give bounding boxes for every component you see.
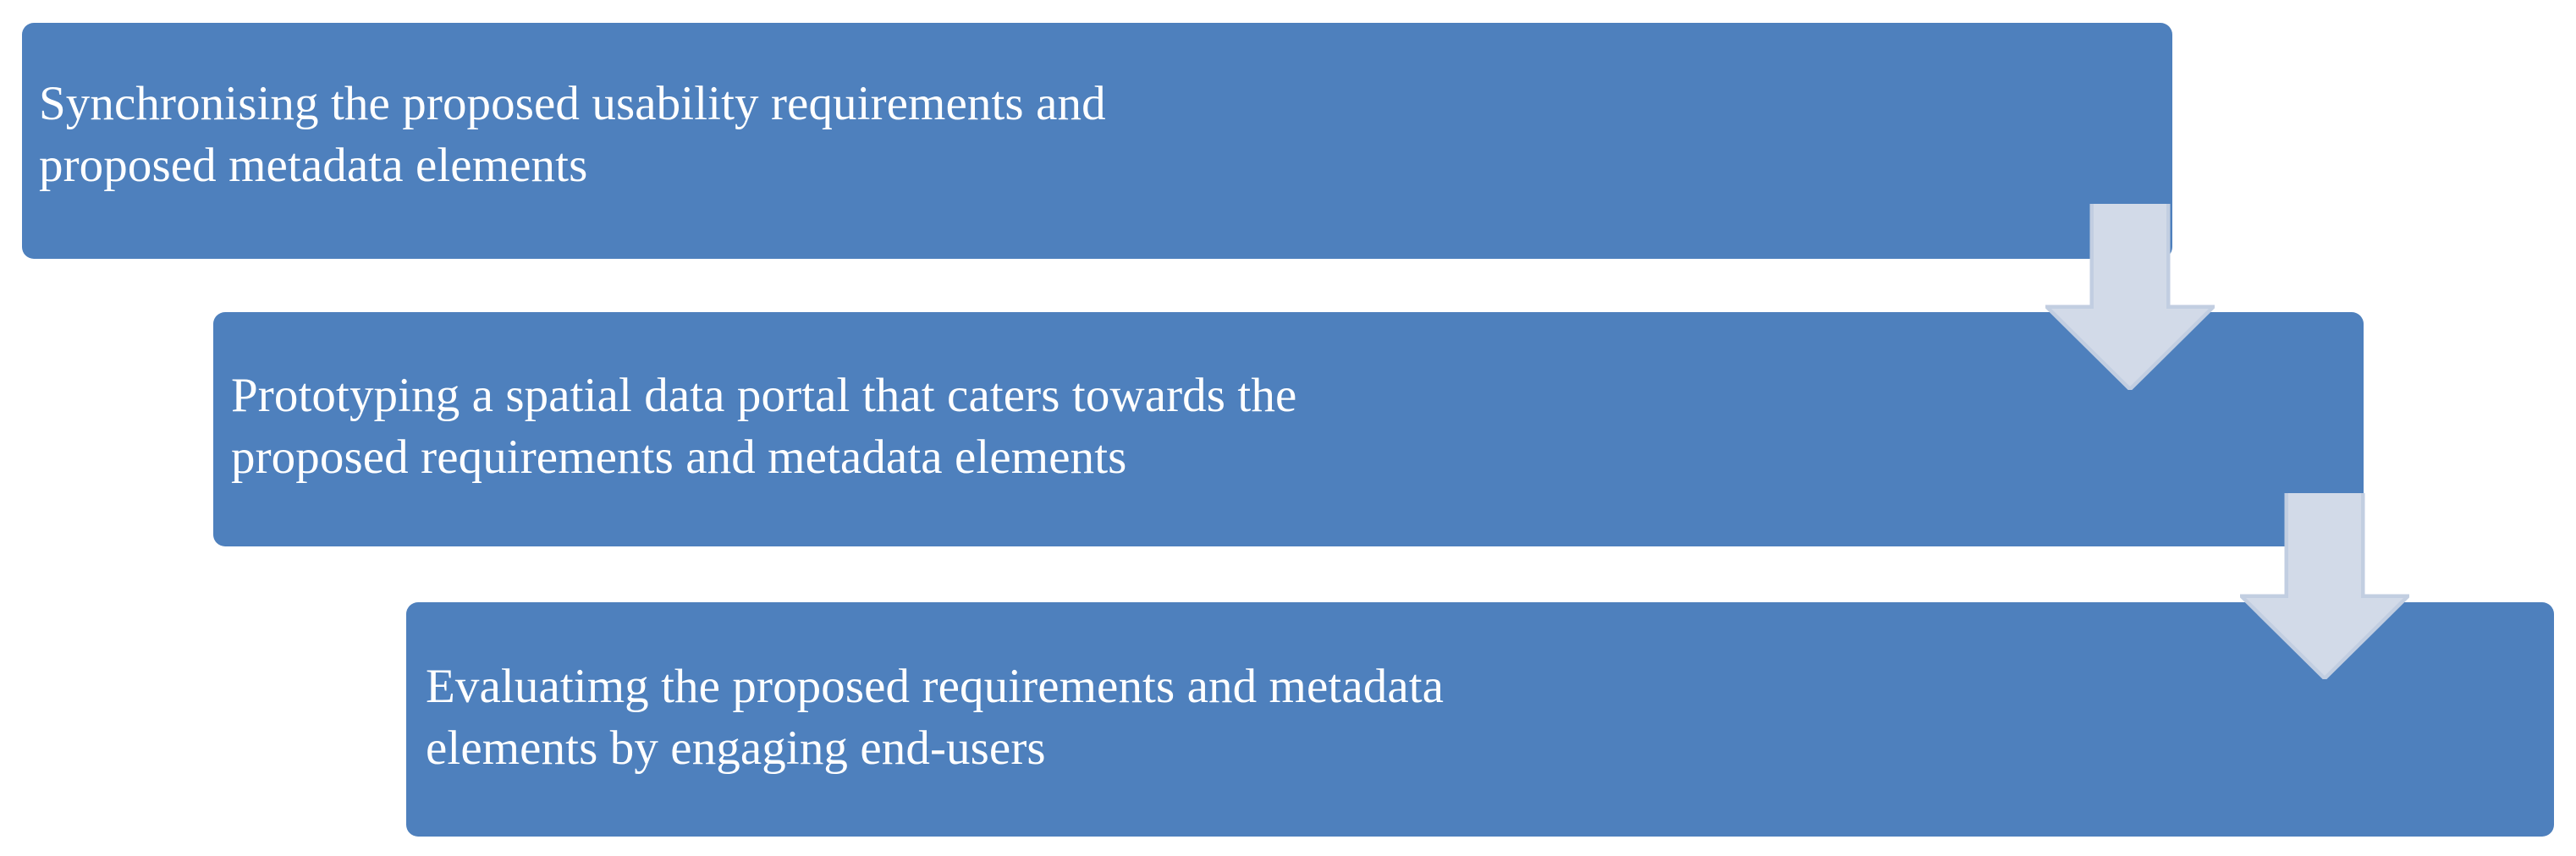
- process-step-2-label: Prototyping a spatial data portal that c…: [231, 368, 1297, 484]
- process-step-2[interactable]: Prototyping a spatial data portal that c…: [213, 312, 2364, 546]
- process-step-1[interactable]: Synchronising the proposed usability req…: [22, 23, 2172, 259]
- process-step-3-label: Evaluatimg the proposed requirements and…: [426, 659, 1445, 775]
- process-step-1-label: Synchronising the proposed usability req…: [39, 76, 1106, 192]
- process-step-3[interactable]: Evaluatimg the proposed requirements and…: [406, 602, 2554, 837]
